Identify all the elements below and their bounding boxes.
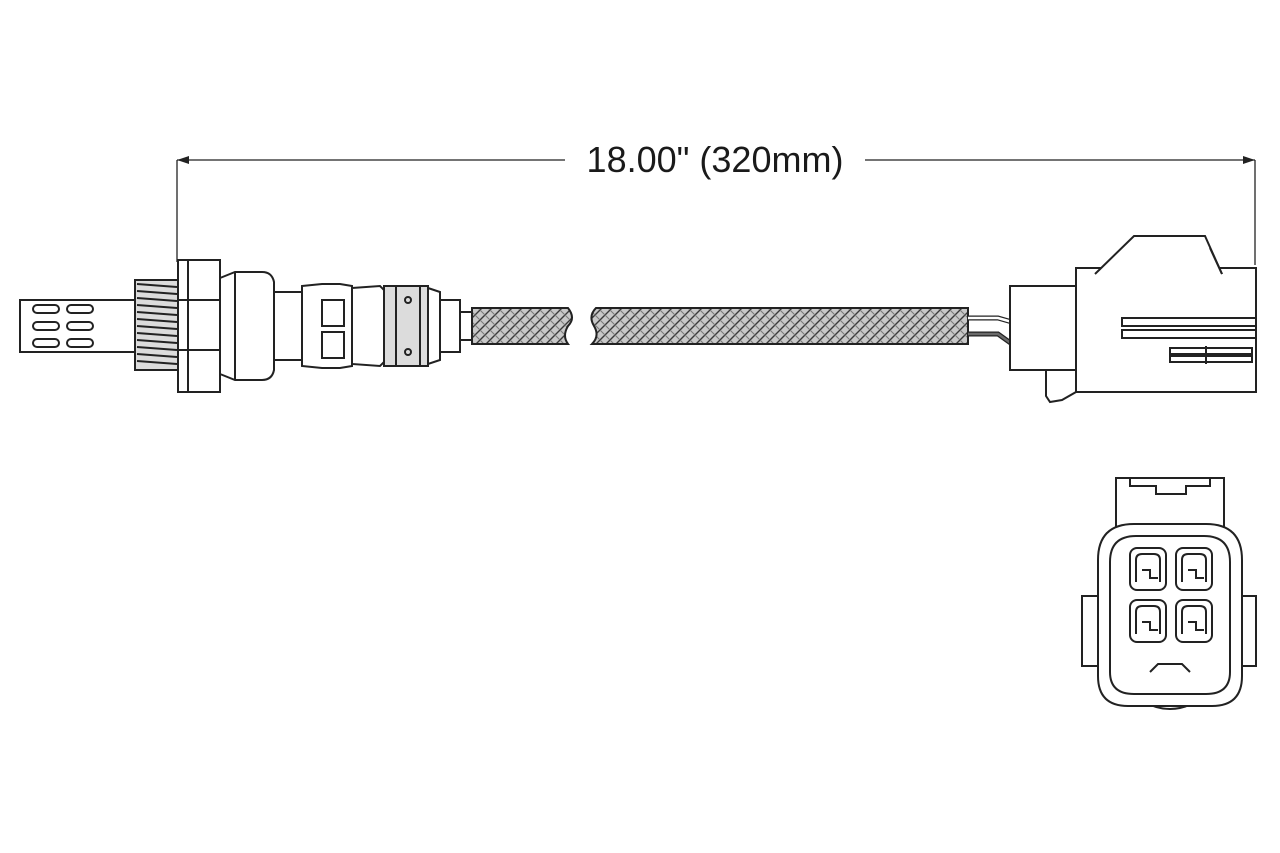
terminal-pin	[1181, 605, 1207, 634]
thread-ridge	[136, 353, 178, 358]
dimension-line: 18.00" (320mm)	[176, 139, 1256, 265]
thread-ridge	[136, 290, 178, 295]
thread-ridge	[136, 297, 178, 302]
hex-nut	[177, 259, 221, 393]
wire-leads	[968, 315, 1014, 347]
thread-ridge	[136, 325, 178, 330]
thread-ridge	[136, 332, 178, 337]
connector-side-view	[1009, 235, 1257, 404]
thread-ridge	[136, 339, 178, 344]
arrow-right-icon	[1243, 156, 1255, 164]
thread-ridge	[136, 304, 178, 309]
terminal-pin	[1135, 553, 1161, 582]
sensor-body	[219, 271, 473, 381]
thread-ridge	[136, 360, 178, 365]
sensor-tip	[19, 299, 136, 353]
thread-section	[134, 279, 180, 371]
terminal-pin	[1135, 605, 1161, 634]
dimension-label: 18.00" (320mm)	[587, 139, 844, 180]
thread-ridge	[136, 346, 178, 351]
thread-ridge	[136, 283, 178, 288]
connector-front-view	[1081, 477, 1257, 710]
terminal-pin	[1181, 553, 1207, 582]
thread-ridge	[136, 311, 178, 316]
braided-cable	[471, 307, 969, 345]
arrow-left-icon	[177, 156, 189, 164]
thread-ridge	[136, 318, 178, 323]
